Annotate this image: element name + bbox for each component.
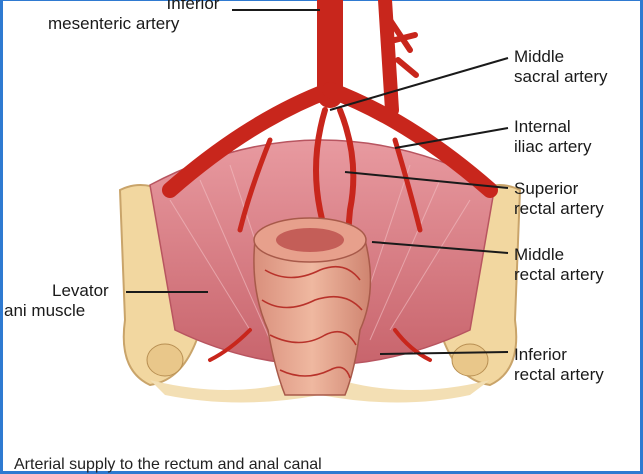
label-inferior-rectal-line1: Inferior xyxy=(514,345,567,365)
rectum xyxy=(254,218,371,395)
figure-caption: Arterial supply to the rectum and anal c… xyxy=(14,456,322,474)
label-inferior-mesenteric-line1: Inferior xyxy=(148,0,238,14)
label-middle-sacral-line1: Middle xyxy=(514,47,564,67)
label-superior-rectal-line2: rectal artery xyxy=(514,199,604,219)
label-levator-ani-line1: Levator xyxy=(52,281,109,301)
label-inferior-mesenteric-line2: mesenteric artery xyxy=(48,14,179,34)
label-levator-ani-line2: ani muscle xyxy=(4,301,85,321)
label-middle-sacral-line2: sacral artery xyxy=(514,67,608,87)
label-superior-rectal-line1: Superior xyxy=(514,179,578,199)
label-inferior-rectal-line2: rectal artery xyxy=(514,365,604,385)
label-middle-rectal-line2: rectal artery xyxy=(514,265,604,285)
label-middle-rectal-line1: Middle xyxy=(514,245,564,265)
label-internal-iliac-line2: iliac artery xyxy=(514,137,591,157)
label-internal-iliac-line1: Internal xyxy=(514,117,571,137)
